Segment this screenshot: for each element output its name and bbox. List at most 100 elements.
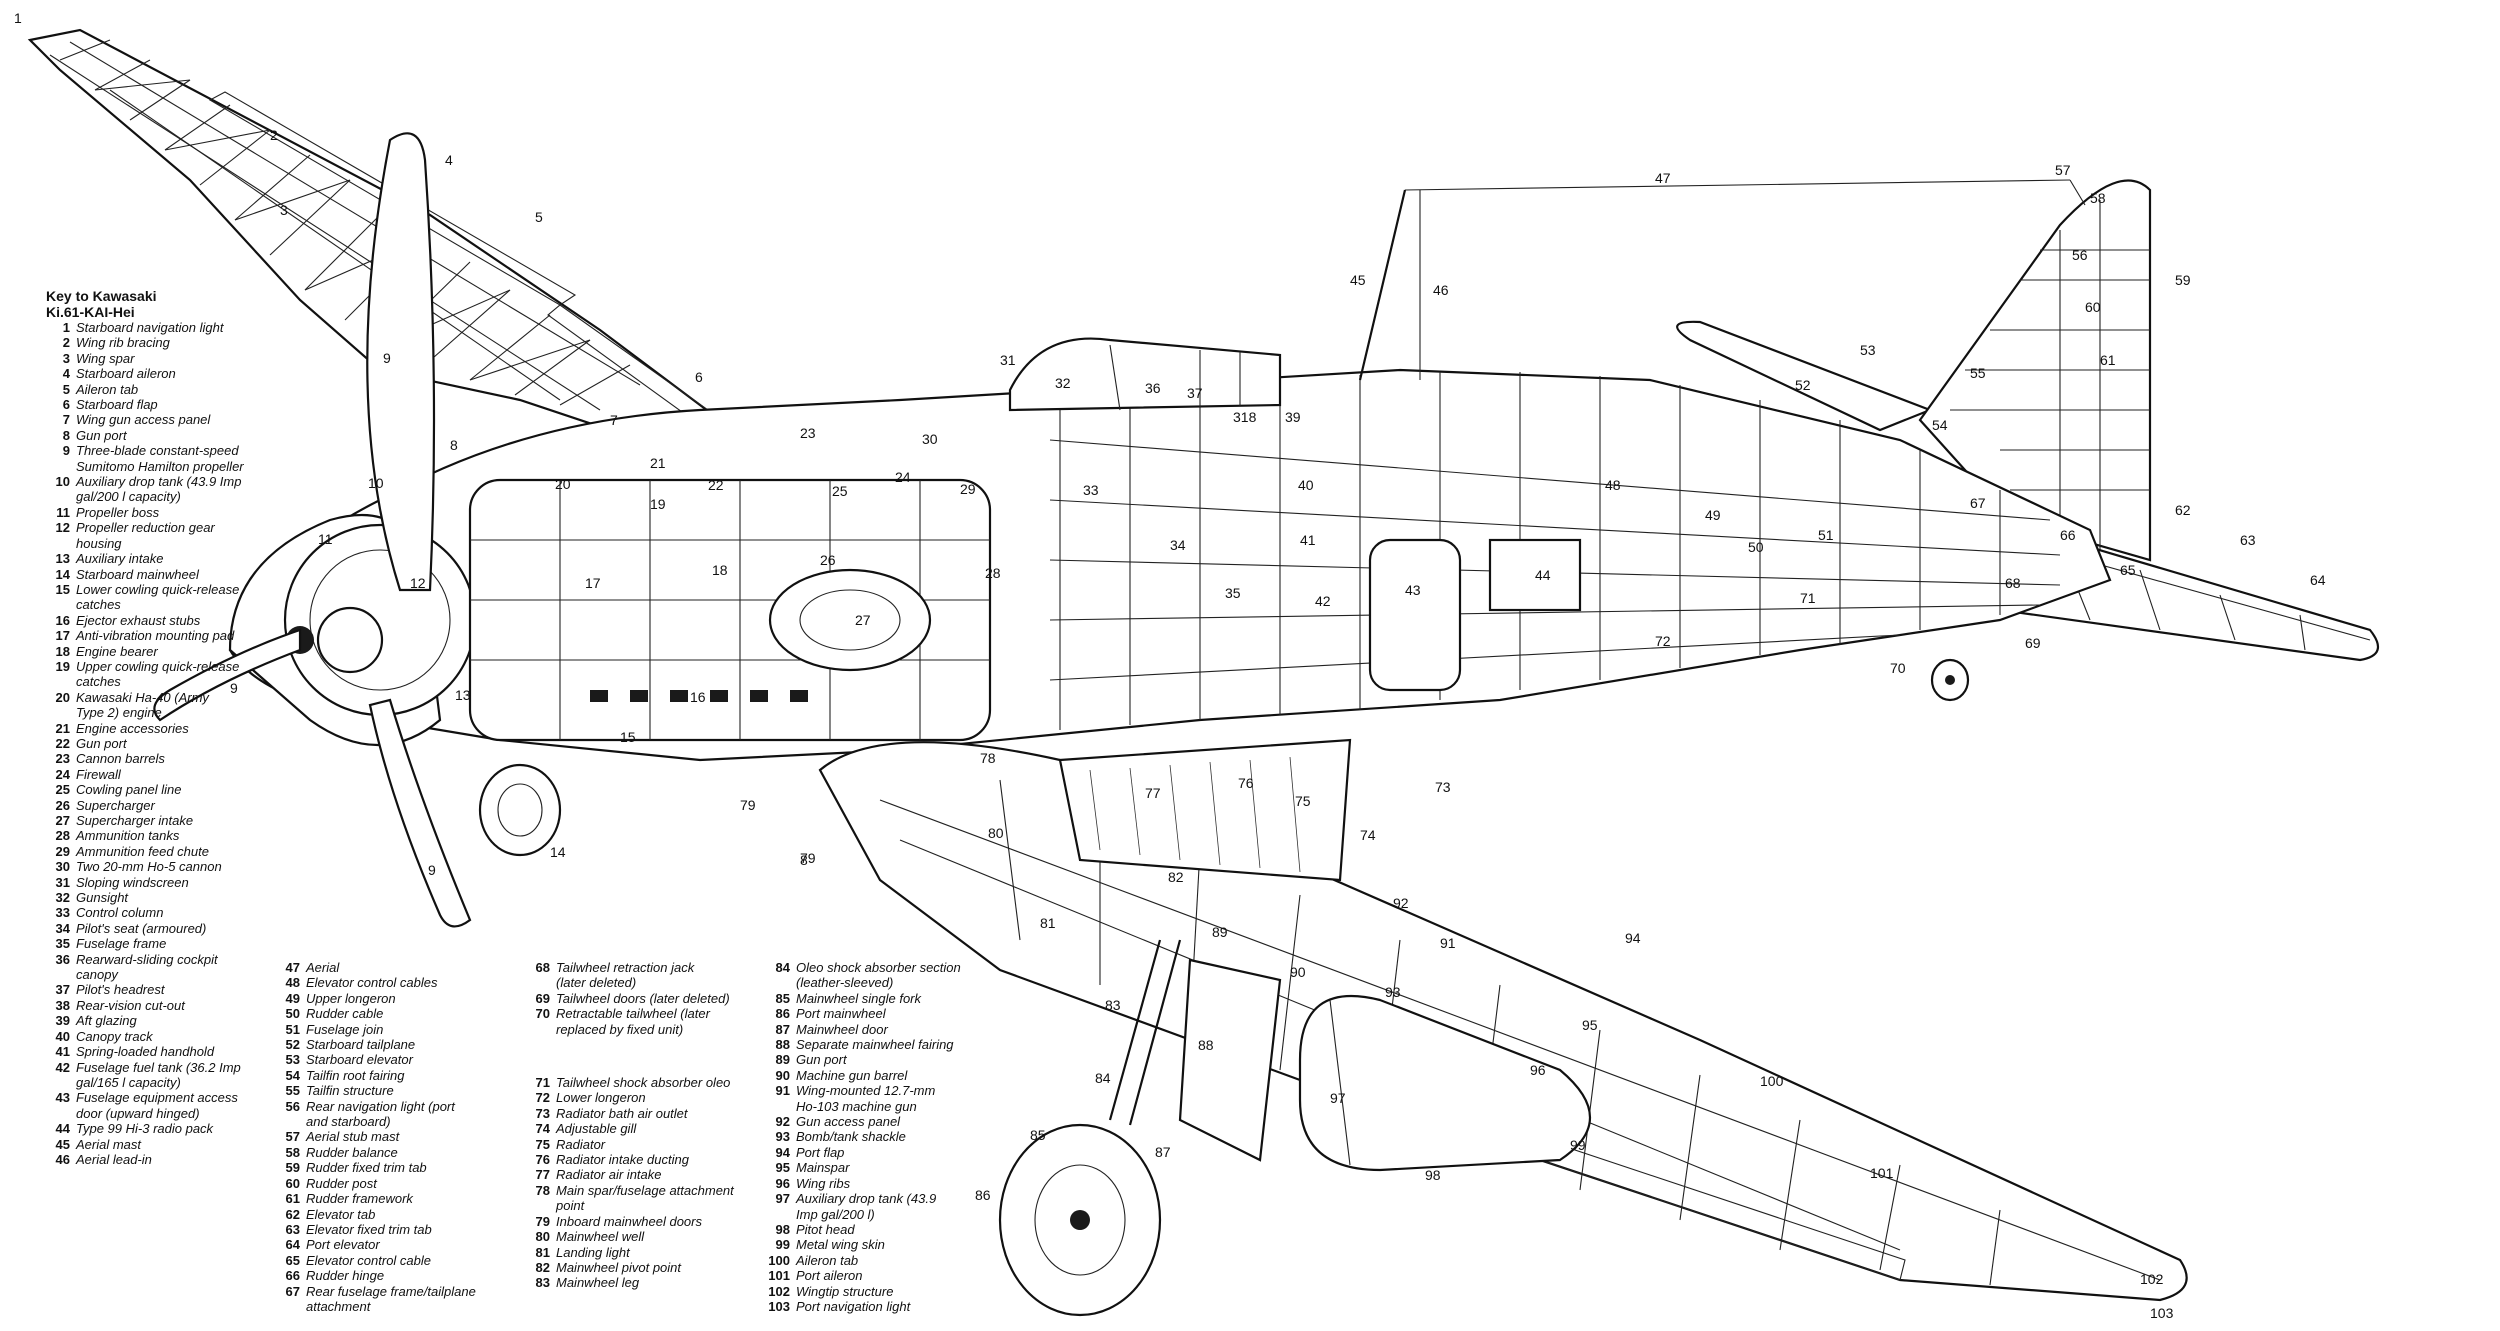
key-item-number: 75	[535, 1136, 550, 1152]
key-item-number: 47	[285, 960, 300, 975]
key-item-number: 19	[55, 658, 70, 674]
callout-label: 89	[1212, 924, 1228, 940]
callout-label: 23	[800, 425, 816, 441]
callout-label: 69	[2025, 635, 2041, 651]
key-item-label: catches	[76, 597, 121, 613]
callout-label: 43	[1405, 582, 1421, 598]
key-item-number: 62	[285, 1206, 300, 1222]
callout-label: 102	[2140, 1271, 2164, 1287]
key-item-number: 36	[55, 951, 70, 967]
key-item-number: 1	[62, 320, 70, 335]
key-item-label: Ejector exhaust stubs	[76, 612, 201, 628]
key-item-label: Port flap	[796, 1144, 845, 1160]
callout-label: 9	[230, 680, 238, 696]
key-item-label: Rudder post	[306, 1175, 377, 1191]
key-item-number: 85	[775, 990, 790, 1006]
callout-label: 26	[820, 552, 836, 568]
key-item-label: Starboard tailplane	[306, 1037, 416, 1053]
callout-label: 71	[1800, 590, 1816, 606]
key-item-number: 29	[55, 843, 70, 859]
key-item-number: 101	[768, 1268, 790, 1284]
key-item-label: Lower longeron	[556, 1090, 646, 1106]
callout-label: 66	[2060, 527, 2076, 543]
key-item-label: Starboard mainwheel	[76, 566, 199, 582]
key-item-label: Control column	[76, 905, 164, 921]
callout-label: 25	[832, 483, 848, 499]
key-item-number: 63	[285, 1221, 300, 1237]
key-item-number	[526, 1022, 556, 1037]
corner-mark: 1	[14, 10, 22, 26]
key-item-label: Port aileron	[796, 1268, 863, 1284]
key-item-number: 81	[535, 1244, 550, 1260]
key-item-number: 3	[62, 350, 70, 366]
callout-label: 82	[1168, 869, 1184, 885]
key-item-label: Aft glazing	[76, 1013, 137, 1029]
key-item-number: 27	[55, 813, 70, 828]
key-item-number: 99	[775, 1237, 790, 1253]
callout-label: 39	[1285, 409, 1301, 425]
callout-label: 7	[610, 412, 618, 428]
callout-label: 9	[383, 350, 391, 366]
key-item-number: 57	[285, 1129, 300, 1145]
key-item-number: 94	[775, 1144, 790, 1160]
key-item-label: Fuselage equipment access	[76, 1090, 238, 1106]
key-item-number: 25	[55, 782, 70, 798]
key-item-label: Starboard aileron	[76, 366, 176, 382]
key-item-number: 12	[55, 520, 70, 536]
key-item: door (upward hinged)	[46, 1106, 306, 1121]
key-item-label: Anti-vibration mounting pad	[76, 628, 235, 644]
key-item-number	[46, 597, 76, 612]
callout-label: 34	[1170, 537, 1186, 553]
key-item-label: Gun access panel	[796, 1114, 901, 1130]
callout-label: 64	[2310, 572, 2326, 588]
key-item-number: 18	[55, 643, 70, 659]
callout-label: 45	[1350, 272, 1366, 288]
key-item-number: 58	[285, 1144, 300, 1160]
key-item-number: 16	[55, 612, 70, 628]
key-item-number: 71	[535, 1075, 550, 1091]
key-item-label: Spring-loaded handhold	[76, 1044, 215, 1060]
key-item-label: Wing gun access panel	[76, 412, 211, 428]
key-item-label: Wingtip structure	[796, 1283, 894, 1299]
callout-label: 58	[2090, 190, 2106, 206]
key-item-number	[46, 1075, 76, 1090]
key-item-label: Cannon barrels	[76, 751, 165, 767]
callout-label: 11	[318, 531, 333, 547]
key-item-number: 10	[55, 474, 70, 490]
callout-label: 29	[960, 481, 976, 497]
key-item-number: 46	[55, 1151, 70, 1167]
key-item-label: housing	[76, 535, 122, 551]
key-item: (leather-sleeved)	[766, 975, 1006, 990]
key-item-number: 79	[535, 1213, 550, 1229]
callout-label: 86	[975, 1187, 991, 1203]
callout-label: 22	[708, 477, 724, 493]
key-item-label: Rear fuselage frame/tailplane	[306, 1283, 476, 1299]
key-item-label: Ammunition tanks	[76, 828, 180, 844]
key-item-label: Mainwheel leg	[556, 1275, 640, 1291]
key-item-number: 30	[55, 859, 70, 875]
callout-label: 57	[2055, 162, 2071, 178]
key-item-number: 6	[62, 397, 70, 413]
callout-label: 92	[1393, 895, 1409, 911]
